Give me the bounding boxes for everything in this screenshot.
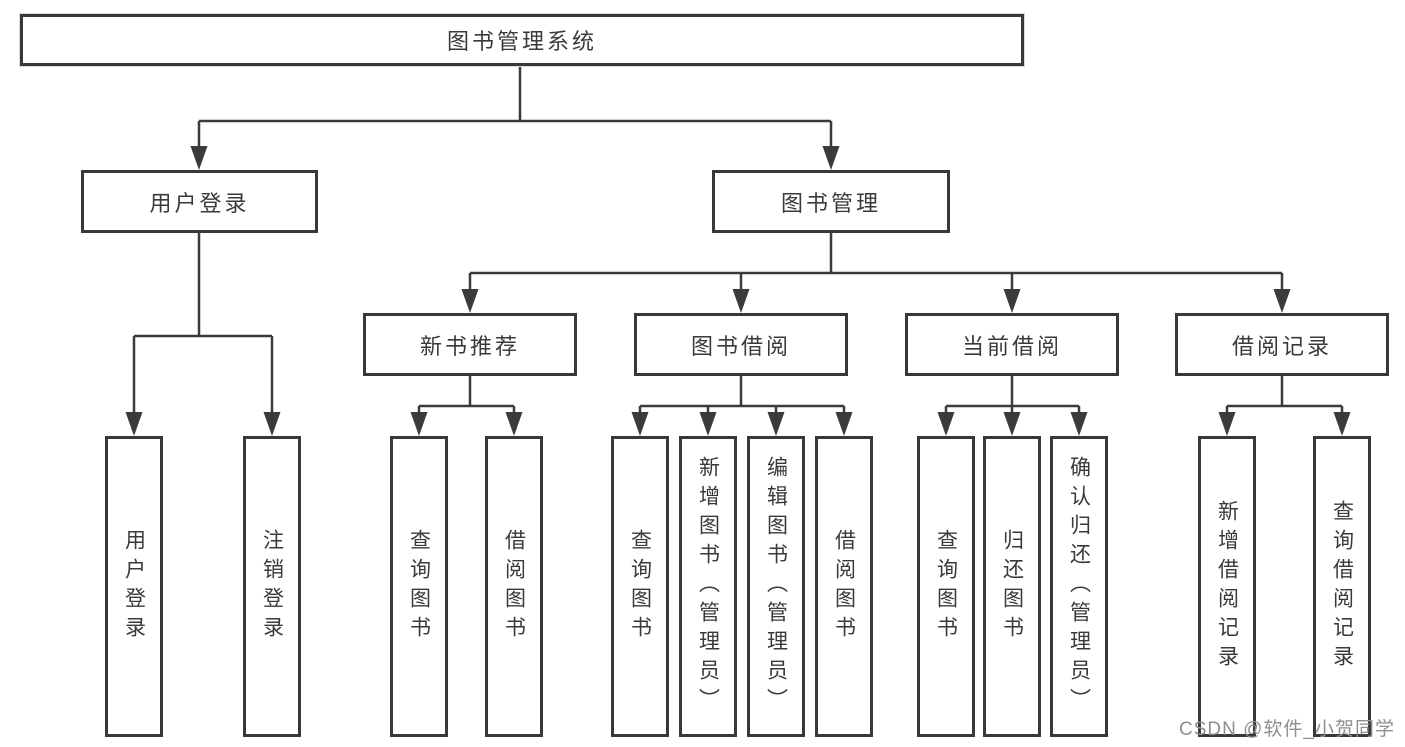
node-book-borrowing: 图书借阅 — [634, 313, 848, 376]
node-book-management: 图书管理 — [712, 170, 950, 233]
node-borrowing-records: 借阅记录 — [1175, 313, 1389, 376]
leaf-add-books-admin: 新增图书（管理员） — [679, 436, 737, 737]
leaf-edit-books-admin: 编辑图书（管理员） — [747, 436, 805, 737]
leaf-query-borrow-record: 查询借阅记录 — [1313, 436, 1371, 737]
leaf-add-books-admin-label: 新增图书（管理员） — [696, 456, 720, 717]
watermark: CSDN @软件_小贺同学 — [1179, 719, 1395, 740]
leaf-logout-label: 注销登录 — [260, 528, 284, 645]
leaf-query-books-recommend-label: 查询图书 — [407, 528, 431, 645]
leaf-edit-books-admin-label: 编辑图书（管理员） — [764, 456, 788, 717]
leaf-query-books-current-label: 查询图书 — [934, 528, 958, 645]
leaf-borrow-books-recommend: 借阅图书 — [485, 436, 543, 737]
leaf-logout: 注销登录 — [243, 436, 301, 737]
leaf-query-books-borrowing: 查询图书 — [611, 436, 669, 737]
leaf-query-books-current: 查询图书 — [917, 436, 975, 737]
leaf-confirm-return-admin-label: 确认归还（管理员） — [1067, 456, 1091, 717]
leaf-confirm-return-admin: 确认归还（管理员） — [1050, 436, 1108, 737]
node-system-root: 图书管理系统 — [20, 14, 1024, 66]
leaf-add-borrow-record: 新增借阅记录 — [1198, 436, 1256, 737]
node-current-borrowing: 当前借阅 — [905, 313, 1119, 376]
node-user-login: 用户登录 — [81, 170, 318, 233]
leaf-user-login-label: 用户登录 — [122, 528, 146, 645]
leaf-add-borrow-record-label: 新增借阅记录 — [1215, 499, 1239, 674]
leaf-query-books-borrowing-label: 查询图书 — [628, 528, 652, 645]
leaf-return-books: 归还图书 — [983, 436, 1041, 737]
leaf-query-borrow-record-label: 查询借阅记录 — [1330, 499, 1354, 674]
node-new-book-recommend: 新书推荐 — [363, 313, 577, 376]
leaf-borrow-books: 借阅图书 — [815, 436, 873, 737]
leaf-query-books-recommend: 查询图书 — [390, 436, 448, 737]
leaf-borrow-books-recommend-label: 借阅图书 — [502, 528, 526, 645]
leaf-borrow-books-label: 借阅图书 — [832, 528, 856, 645]
leaf-user-login: 用户登录 — [105, 436, 163, 737]
leaf-return-books-label: 归还图书 — [1000, 528, 1024, 645]
